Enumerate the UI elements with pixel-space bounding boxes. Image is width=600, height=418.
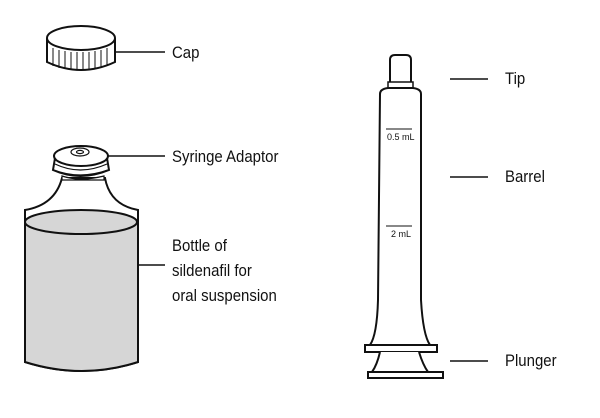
cap-illustration (46, 25, 165, 71)
label-tip: Tip (505, 69, 526, 88)
label-syringe-adaptor: Syringe Adaptor (172, 147, 279, 166)
label-plunger: Plunger (505, 351, 557, 370)
label-bottle-line-1: Bottle of (172, 236, 227, 255)
label-bottle-line-3: oral suspension (172, 286, 277, 305)
graduation-2ml: 2 mL (391, 229, 411, 239)
graduation-0-5ml: 0.5 mL (387, 132, 415, 142)
label-cap: Cap (172, 43, 200, 62)
label-barrel: Barrel (505, 167, 545, 186)
syringe-illustration: 0.5 mL 2 mL (364, 54, 488, 379)
bottle-illustration (24, 145, 165, 372)
label-bottle-line-2: sildenafil for (172, 261, 252, 280)
